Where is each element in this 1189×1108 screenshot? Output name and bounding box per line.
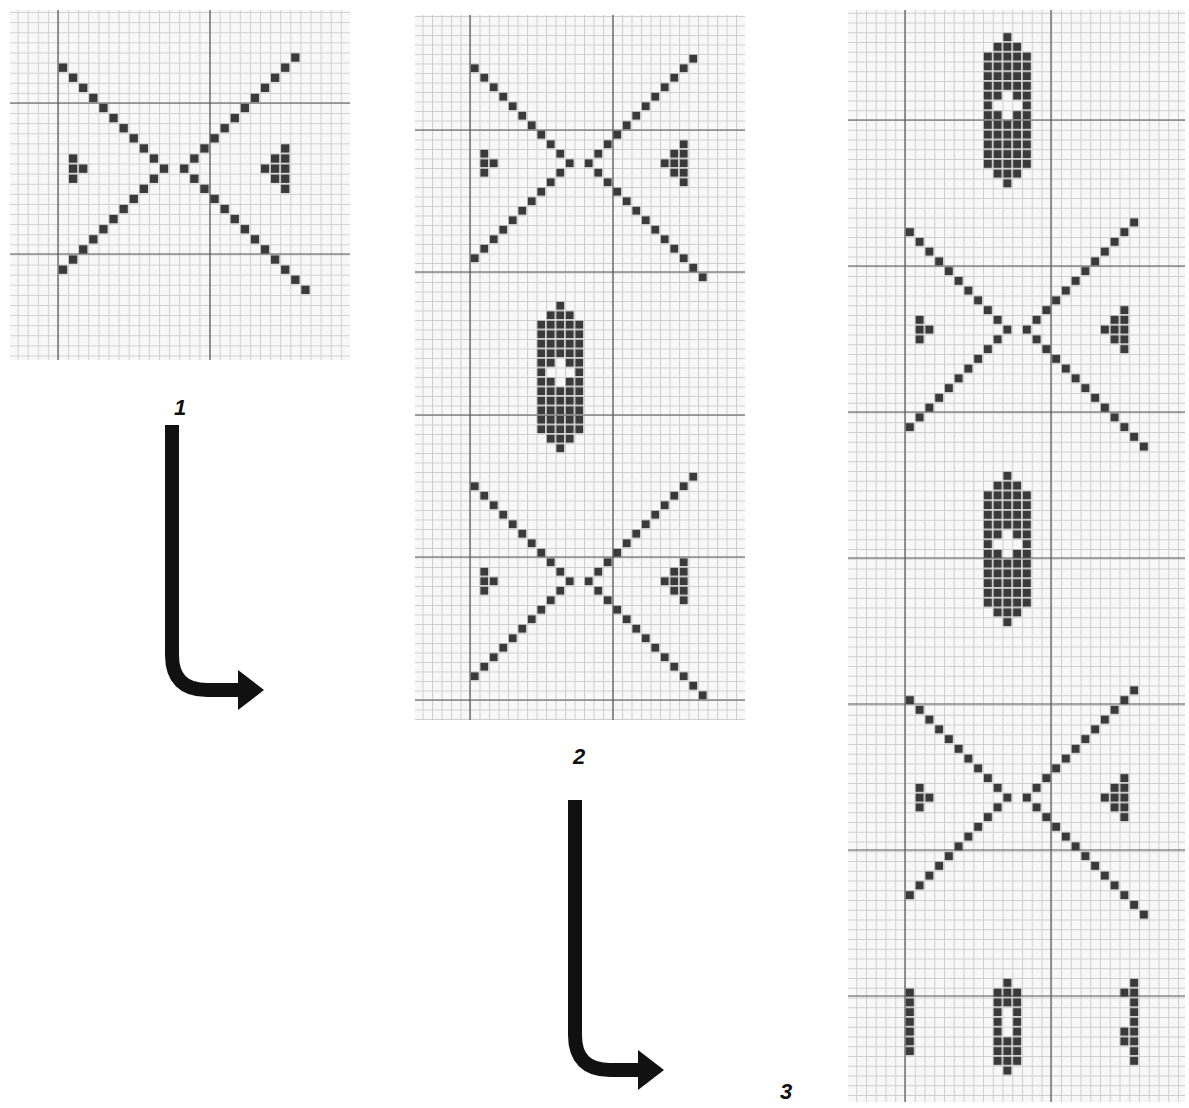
step-number: 3 xyxy=(780,1079,792,1105)
grid-panel xyxy=(415,15,745,720)
grid-panel xyxy=(10,10,350,360)
step-arrow xyxy=(172,425,264,710)
step-arrow xyxy=(575,800,664,1090)
step-number: 1 xyxy=(174,395,186,421)
grid-panel xyxy=(848,10,1185,1102)
step-number: 2 xyxy=(573,744,585,770)
